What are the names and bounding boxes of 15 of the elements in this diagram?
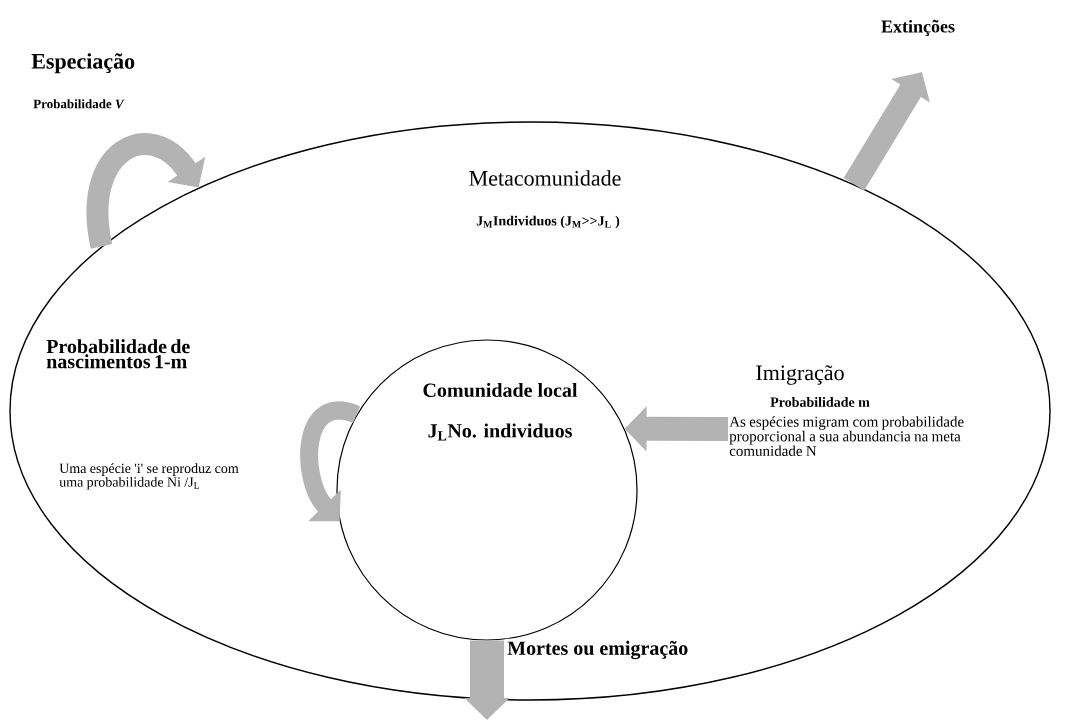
subheading: Probabilidade m [770, 397, 870, 407]
edge-label: Mortes ou emigração [505, 638, 691, 662]
heading: Imigração [756, 365, 844, 385]
block-arrow [86, 133, 206, 249]
edge-label: Extinções [879, 17, 957, 39]
heading: Metacomunidade [469, 170, 621, 186]
subheading: Probabilidade V [33, 99, 125, 109]
description-text: As espécies migram com probabilidade proporcional a sua abundancia na meta comunidade N [729, 416, 964, 456]
heading: Probabilidade de nascimentos 1-m [46, 339, 190, 369]
subheading: J$_{L}$No. individuos [428, 423, 572, 441]
heading: Comunidade local [423, 382, 578, 398]
block-arrow [300, 401, 360, 522]
subheading: J$_{M}$Individuos (J$_{M}$>>J$_{L}$ ) [476, 215, 620, 229]
note-text: Uma espécie 'i' se reproduz com uma probabilidade Ni /J$_{L}$ [59, 463, 239, 490]
heading: Especiação [31, 53, 135, 74]
